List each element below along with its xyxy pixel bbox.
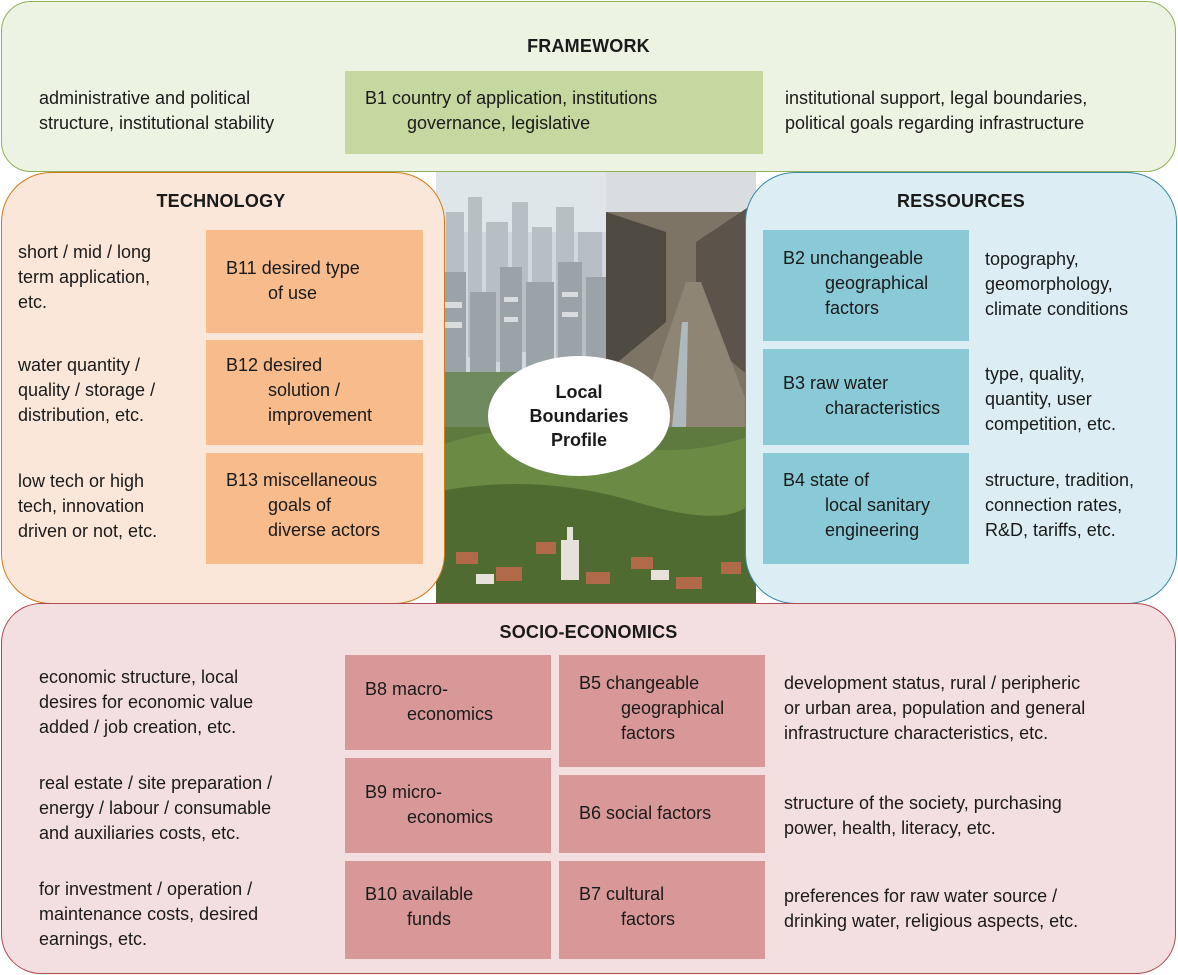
box-b6: B6 social factors — [559, 775, 765, 853]
socio-left-2: real estate / site preparation / energy … — [39, 773, 273, 843]
box-b13: B13 miscellaneous goals of diverse actor… — [206, 453, 423, 564]
technology-desc-3: low tech or high tech, innovation driven… — [18, 471, 158, 541]
framework-left-text: administrative and political structure, … — [39, 88, 275, 133]
socio-left-3: for investment / operation / maintenance… — [39, 879, 259, 949]
technology-desc-2: water quantity / quality / storage / dis… — [18, 355, 156, 425]
technology-desc-1: short / mid / long term application, etc… — [18, 242, 152, 312]
technology-title: TECHNOLOGY — [156, 191, 286, 211]
box-b10: B10 available funds — [345, 861, 551, 959]
box-b12: B12 desired solution / improvement — [206, 340, 423, 445]
box-b9: B9 micro- economics — [345, 758, 551, 853]
resources-title: RESSOURCES — [896, 191, 1026, 211]
box-b3: B3 raw water characteristics — [763, 349, 969, 445]
socio-left-1: economic structure, local desires for ec… — [39, 667, 254, 737]
resources-desc-2: type, quality, quantity, user competitio… — [985, 364, 1117, 434]
framework-right-text: institutional support, legal boundaries,… — [785, 88, 1088, 133]
box-b1: B1 country of application, institutions … — [345, 71, 763, 154]
box-b11: B11 desired type of use — [206, 230, 423, 333]
box-b2: B2 unchangeable geographical factors — [763, 230, 969, 341]
local-boundaries-profile-oval: Local Boundaries Profile — [488, 356, 670, 476]
box-b7: B7 cultural factors — [559, 861, 765, 959]
socio-right-1: development status, rural / peripheric o… — [784, 673, 1086, 743]
framework-title: FRAMEWORK — [527, 36, 650, 56]
box-b5: B5 changeable geographical factors — [559, 655, 765, 767]
socio-right-2: structure of the society, purchasing pow… — [784, 793, 1062, 838]
socio-right-3: preferences for raw water source / drink… — [784, 886, 1079, 931]
box-b4: B4 state of local sanitary engineering — [763, 453, 969, 564]
resources-desc-3: structure, tradition, connection rates, … — [985, 470, 1135, 540]
resources-desc-1: topography, geomorphology, climate condi… — [985, 249, 1129, 319]
box-b8: B8 macro- economics — [345, 655, 551, 750]
socio-economics-title: SOCIO-ECONOMICS — [499, 622, 678, 642]
